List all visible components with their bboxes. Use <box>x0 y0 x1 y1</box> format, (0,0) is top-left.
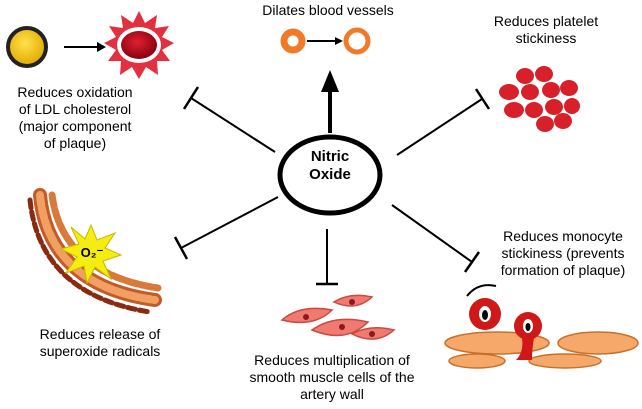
oxygen-burst-icon <box>59 223 123 285</box>
platelet-label: Reduces platelet stickiness <box>493 13 599 46</box>
inhibit-line-ldl <box>182 86 276 153</box>
superoxide-vessel-wall-icon <box>27 188 162 315</box>
smooth-muscle-label: Reduces multiplication of smooth muscle … <box>249 352 415 402</box>
center-line-1: Nitric <box>310 148 350 165</box>
smooth-muscle-cells-icon <box>280 294 396 340</box>
vessel-rings-icon <box>280 27 371 55</box>
arrow-up-to-dilates <box>321 70 339 133</box>
center-line-2: Oxide <box>309 166 351 183</box>
monocyte-endothelium-icon <box>444 284 639 369</box>
superoxide-badge: O₂⁻ <box>80 245 104 260</box>
superoxide-label: Reduces release of superoxide radicals <box>39 326 161 359</box>
ldl-label: Reduces oxidation of LDL cholesterol (ma… <box>17 84 133 151</box>
inhibit-line-platelet <box>396 88 491 156</box>
inhibit-line-monocyte <box>391 204 481 273</box>
dilates-label: Dilates blood vessels <box>262 2 394 18</box>
center-label: Nitric Oxide <box>282 148 378 184</box>
inhibit-line-smooth-muscle <box>316 229 338 286</box>
monocyte-label: Reduces monocyte stickiness (prevents fo… <box>500 228 626 278</box>
ldl-oxidation-icon <box>6 11 174 79</box>
inhibit-line-superoxide <box>173 196 279 260</box>
platelets-icon <box>499 66 580 132</box>
nitric-oxide-oval <box>277 134 383 216</box>
